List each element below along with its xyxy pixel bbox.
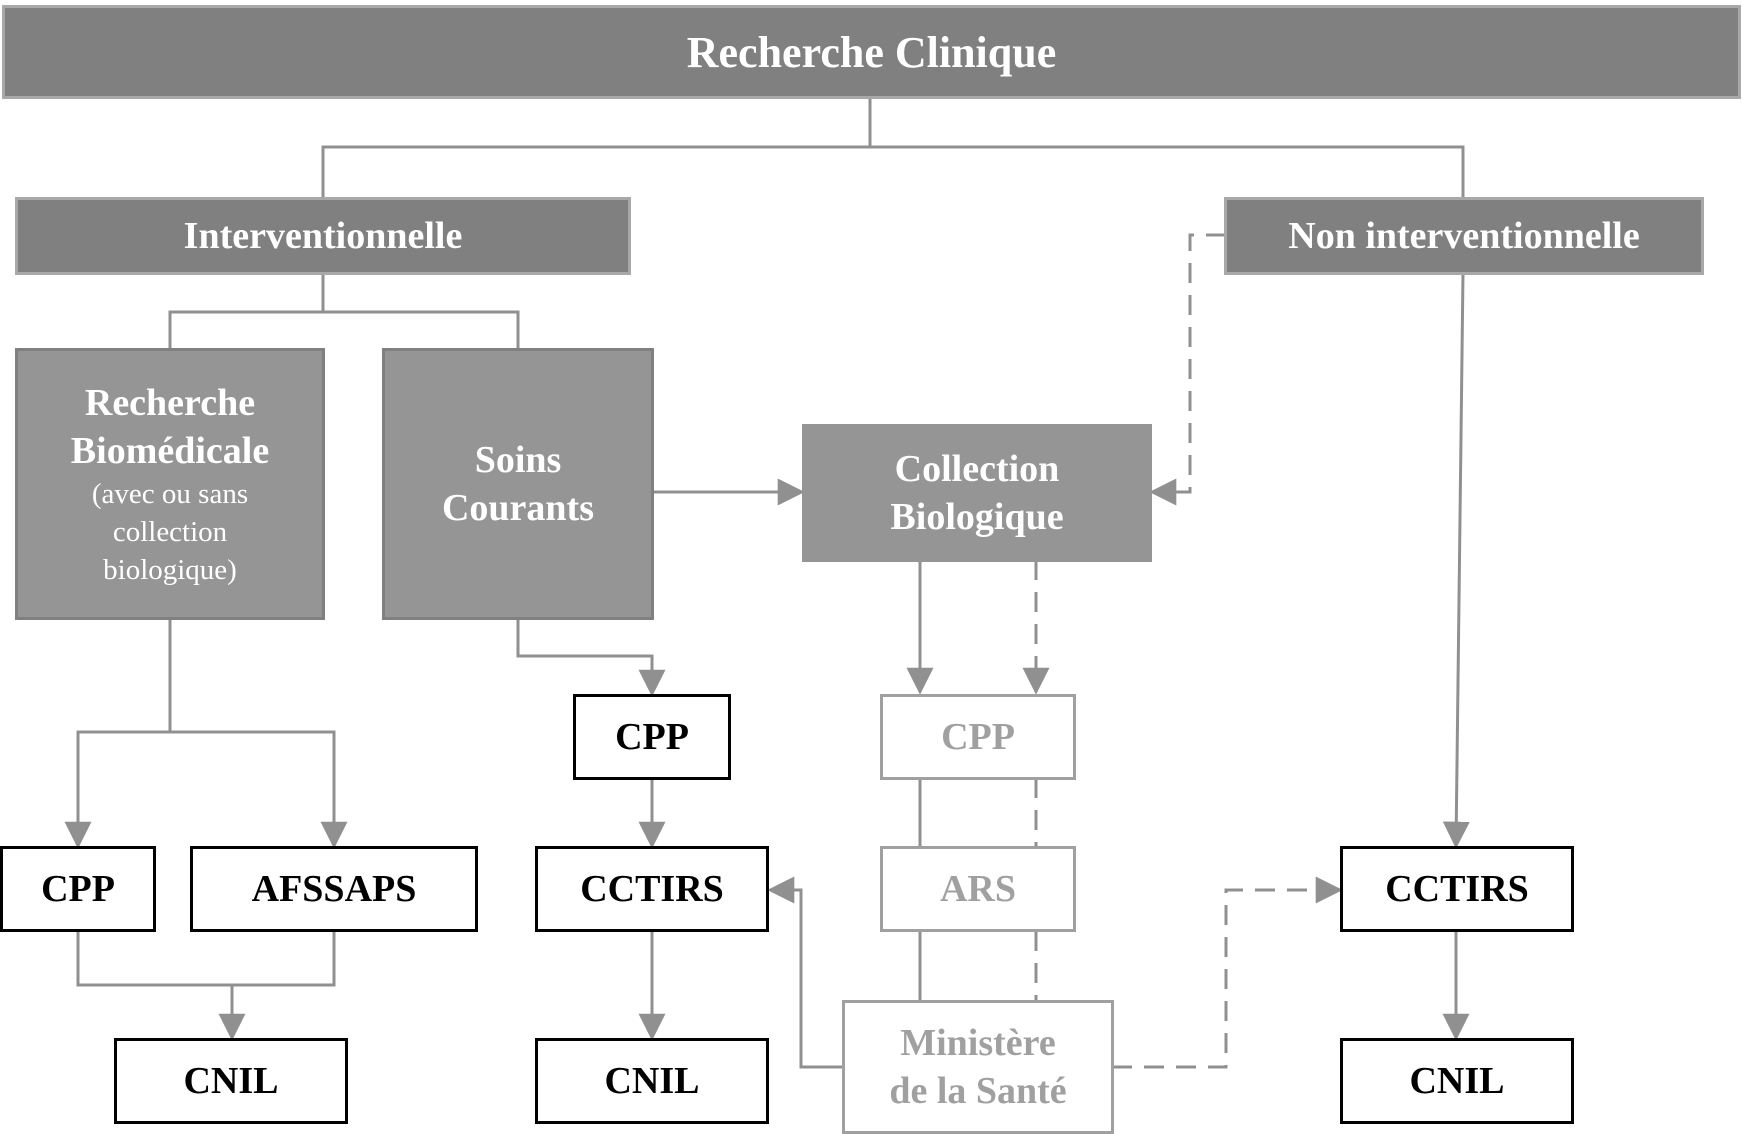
soins-courants-node: Soins Courants: [382, 348, 654, 620]
recherche-biomedicale-node: Recherche Biomédicale (avec ou sans coll…: [15, 348, 325, 620]
connector-interv-branches: [168, 310, 520, 350]
cpp-soins-label: CPP: [615, 716, 689, 758]
arrow-to-cpp-biomed: [64, 730, 170, 849]
ministere-sante-node: Ministère de la Santé: [842, 1000, 1114, 1134]
cctirs-soins-label: CCTIRS: [580, 868, 724, 910]
arrow-ministere-to-cctirs: [767, 876, 843, 1069]
ministere-sante-line1: Ministère: [900, 1022, 1056, 1064]
interventionnelle-label: Interventionnelle: [183, 215, 463, 257]
ars-node: ARS: [880, 846, 1076, 932]
ars-label: ARS: [939, 868, 1017, 910]
recherche-biomedicale-note3: biologique): [103, 554, 237, 586]
cctirs-soins-node: CCTIRS: [535, 846, 769, 932]
cpp-collection-node: CPP: [880, 694, 1076, 780]
ministere-sante-line2: de la Santé: [889, 1070, 1067, 1112]
arrow-to-afssaps: [170, 730, 348, 849]
cctirs-non-interventionnelle-node: CCTIRS: [1340, 846, 1574, 932]
cpp-soins-node: CPP: [573, 694, 731, 780]
title-bar: Recherche Clinique: [2, 5, 1741, 99]
non-interventionnelle-node: Non interventionnelle: [1224, 197, 1704, 275]
afssaps-node: AFSSAPS: [190, 846, 478, 932]
collection-biologique-node: Collection Biologique: [802, 424, 1152, 562]
arrow-soins-to-cpp: [516, 618, 666, 697]
recherche-biomedicale-note1: (avec ou sans: [91, 478, 249, 510]
page-title: Recherche Clinique: [686, 27, 1057, 77]
connector-cpp-afssaps-merge: [76, 930, 336, 987]
recherche-biomedicale-note2: collection: [112, 516, 228, 548]
cnil-non-interventionnelle-label: CNIL: [1409, 1060, 1505, 1102]
non-interventionnelle-label: Non interventionnelle: [1288, 215, 1640, 257]
arrow-ministere-to-cctirs-right-dashed: [1112, 876, 1343, 1069]
connector-root-branches: [321, 145, 1465, 200]
cnil-soins-node: CNIL: [535, 1038, 769, 1124]
cnil-non-interventionnelle-node: CNIL: [1340, 1038, 1574, 1124]
cpp-biomedicale-node: CPP: [0, 846, 156, 932]
recherche-biomedicale-line2: Biomédicale: [70, 430, 270, 472]
cpp-biomedicale-label: CPP: [41, 868, 115, 910]
cpp-collection-label: CPP: [941, 716, 1015, 758]
cnil-biomedicale-label: CNIL: [183, 1060, 279, 1102]
recherche-biomedicale-line1: Recherche: [84, 382, 256, 424]
interventionnelle-node: Interventionnelle: [15, 197, 631, 275]
afssaps-label: AFSSAPS: [251, 868, 417, 910]
cnil-biomedicale-node: CNIL: [114, 1038, 348, 1124]
soins-courants-line1: Soins: [474, 439, 562, 481]
collection-biologique-line1: Collection: [894, 448, 1060, 490]
cnil-soins-label: CNIL: [604, 1060, 700, 1102]
soins-courants-line2: Courants: [441, 487, 595, 529]
arrow-noninterv-to-collection-dashed: [1149, 233, 1226, 506]
arrow-noninterv-to-cctirs: [1442, 272, 1470, 849]
cctirs-non-interventionnelle-label: CCTIRS: [1385, 868, 1529, 910]
collection-biologique-line2: Biologique: [890, 496, 1064, 538]
